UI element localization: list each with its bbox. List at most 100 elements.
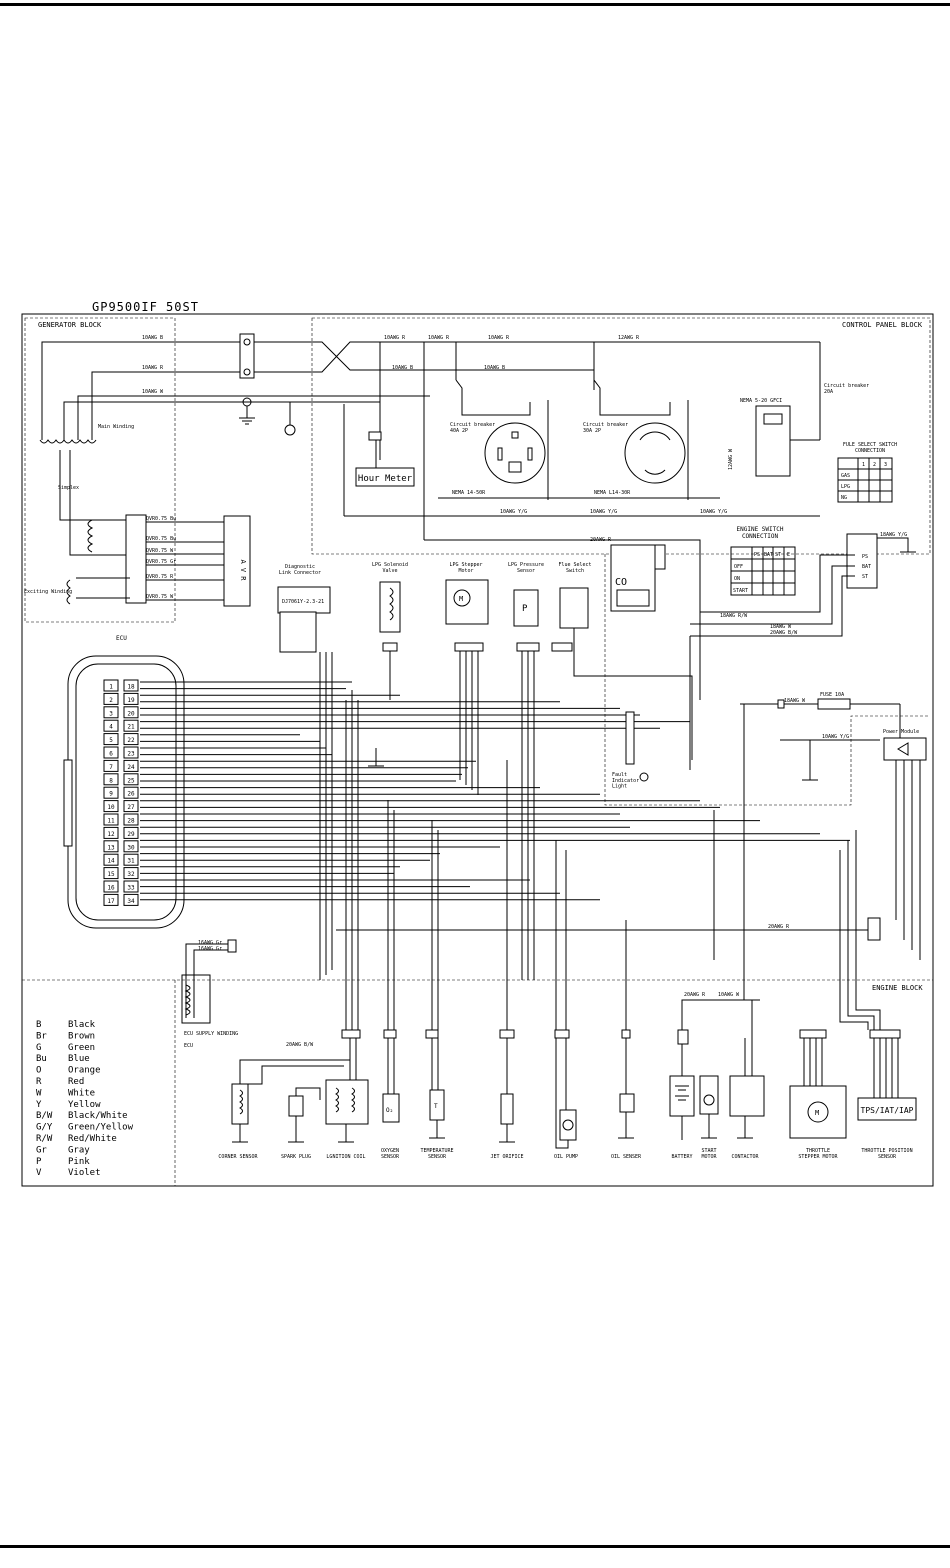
legend-color: Orange [68, 1066, 101, 1076]
ecu-pin-left-box [103, 800, 119, 813]
ecu-short-label: ECU [184, 1043, 193, 1049]
terminal-bat: BAT [862, 564, 871, 570]
ecu-pin-left: 6 [109, 751, 113, 758]
ecu-pin-right: 27 [127, 804, 135, 811]
ecu-pin-right: 34 [127, 898, 135, 905]
legend-code: V [36, 1168, 42, 1178]
legend-color: Blue [68, 1054, 90, 1064]
avr-box [223, 515, 251, 607]
legend-color: Green [68, 1043, 95, 1053]
avr-wire-6: QVR0.75 W [146, 594, 174, 600]
wire-label-10awg-r-3: 10AWG R [428, 335, 450, 341]
ecu-label: ECU [116, 635, 127, 642]
ecu-pin-left: 16 [107, 885, 115, 892]
o2-symbol: O₂ [386, 1107, 393, 1114]
fuel-select-table: 1 2 3 GAS LPG NG [837, 457, 893, 503]
ecu-pin-right: 28 [127, 818, 135, 825]
legend-color: Red/White [68, 1134, 117, 1144]
ecu-pin-left: 10 [107, 804, 115, 811]
ecu-supply-label: ECU SUPPLY WINDING [184, 1031, 238, 1037]
legend-color: Yellow [68, 1100, 101, 1110]
ecu-pin-left-box [103, 746, 119, 759]
nema-5-20-label: NEMA 5-20 GFCI [740, 398, 782, 404]
ecu-pin-left: 4 [109, 724, 113, 731]
lpg-stepper-symbol: M [459, 595, 463, 603]
ecu-pin-left-box [103, 679, 119, 692]
legend-code: Br [36, 1031, 47, 1041]
avr-wire-5: QVR0.75 R [146, 574, 174, 580]
engine-switch [846, 533, 878, 589]
legend-color: Black/White [68, 1111, 128, 1121]
wire-label-20awg-r-2: 20AWG R [684, 992, 706, 998]
control-panel-block-label: CONTROL PANEL BLOCK [842, 321, 923, 329]
eng-col-st: ST [775, 552, 781, 558]
spark-plug-label: SPARK PLUG [281, 1154, 311, 1160]
ecu-pin-left: 11 [107, 818, 115, 825]
hour-meter [355, 467, 415, 487]
hour-meter-label: Hour Meter [358, 474, 413, 484]
legend-color: Black [68, 1020, 96, 1030]
avr-wire-1: QVR0.75 Bu [146, 516, 176, 522]
wire-label-10awg-r: 10AWG R [142, 365, 164, 371]
engine-block-label: ENGINE BLOCK [872, 984, 923, 992]
jet-orifice-label: JET ORIFICE [490, 1154, 523, 1160]
ecu-pin-left-box [103, 706, 119, 719]
fuse-10a [817, 698, 851, 710]
ecu-pin-right: 24 [127, 764, 135, 771]
contactor-label: CONTACTOR [731, 1154, 759, 1160]
eng-row-on: ON [734, 576, 740, 582]
main-winding-label: Main Winding [98, 424, 134, 430]
wire-label-20awg-bw: 20AWG B/W [770, 630, 798, 636]
ecu-pin-right-box [123, 679, 139, 692]
ecu-pin-right: 18 [127, 684, 135, 691]
wire-label-12awg-r: 12AWG R [618, 335, 640, 341]
legend-code: Gr [36, 1145, 47, 1155]
ecu-pin-left: 8 [109, 777, 113, 784]
wire-label-10awg-yg-3: 10AWG Y/G [700, 509, 727, 515]
wire-label-10awg-b-2: 10AWG B [484, 365, 505, 371]
ecu-pin-right: 30 [127, 844, 135, 851]
ecu-supply-winding: 16AWG Gr 16AWG Gr ECU SUPPLY WINDING ECU [181, 939, 238, 1049]
nema-14-50r-receptacle [484, 422, 546, 484]
legend-color: Violet [68, 1168, 101, 1178]
exciting-winding-label: Exciting Winding [24, 589, 72, 595]
ecu-pin-left: 13 [107, 844, 115, 851]
engine-switch-table: PS BAT ST E OFF ON START [730, 546, 796, 596]
engine-components: 20AWG B/W CORNER SENSOR SPARK PLUG LGNIT… [218, 992, 917, 1160]
wire-label-10awg-b: 10AWG B [142, 335, 163, 341]
wire-label-18awg-yg: 18AWG Y/G [880, 532, 907, 538]
legend-color: Green/Yellow [68, 1123, 134, 1133]
ecu-pin-left-box [103, 773, 119, 786]
ecu-pin-left-box [103, 733, 119, 746]
ecu-pin-left-box [103, 826, 119, 839]
ecu-pin-right: 19 [127, 697, 135, 704]
ecu-pin-left: 14 [107, 858, 115, 865]
terminal-ps: PS [862, 554, 868, 560]
ignition-coil-label: LGNITION COIL [326, 1154, 365, 1160]
avr-wire-3: QVR0.75 W [146, 548, 174, 554]
co-sensor [610, 544, 656, 612]
fuel-col-2: 2 [873, 462, 876, 468]
eng-row-off: OFF [734, 564, 743, 570]
t-symbol: T [434, 1103, 438, 1110]
harness-verticals: 20AWG R 10AWG Y/G 18AWG W [319, 628, 921, 1030]
ecu-pin-left: 7 [109, 764, 113, 771]
eng-col-ps: PS [754, 552, 760, 558]
bottom-rule [0, 1545, 950, 1548]
ecu-pin-right: 25 [127, 777, 135, 784]
control-panel-section: 10AWG R 10AWG R 10AWG R 12AWG R 10AWG B … [343, 335, 927, 790]
ecu-pin-left-box [103, 840, 119, 853]
ecu-pin-right: 21 [127, 724, 135, 731]
legend-code: R/W [36, 1134, 53, 1144]
wire-label-10awg-r-4: 10AWG R [488, 335, 510, 341]
